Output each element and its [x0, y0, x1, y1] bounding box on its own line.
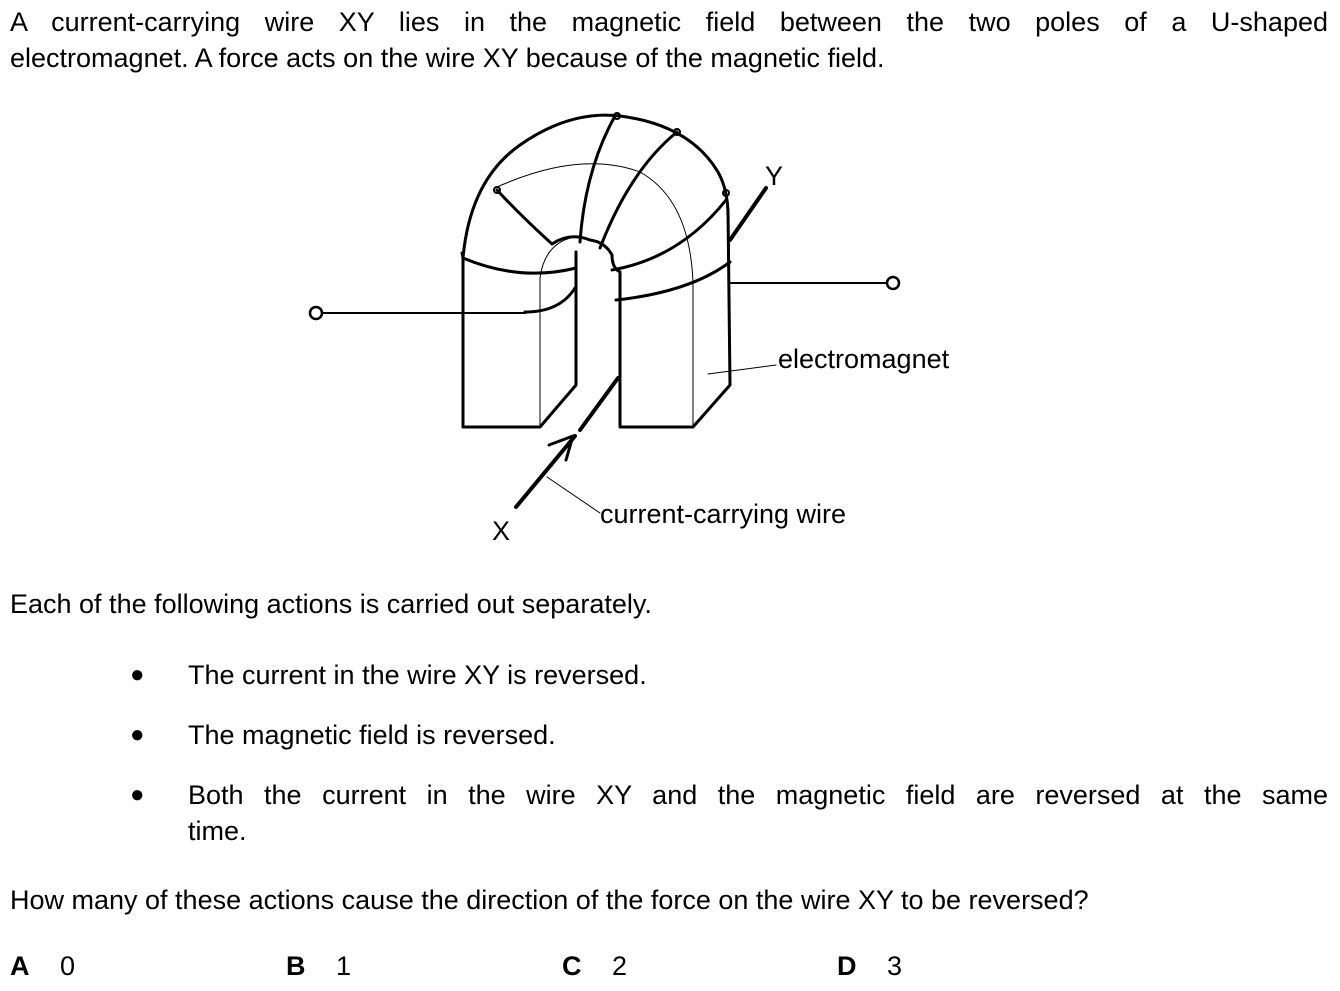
intro-paragraph: A current-carrying wire XY lies in the m… — [10, 4, 1328, 76]
wire-leader-line — [546, 476, 601, 514]
coil-winding — [523, 286, 577, 314]
intro-line-1: A current-carrying wire XY lies in the m… — [10, 7, 1328, 37]
electromagnet-back-curve — [496, 163, 694, 426]
current-arrowhead — [547, 434, 575, 462]
electromagnet-inner-edge — [539, 235, 581, 426]
left-terminal — [308, 305, 324, 321]
label-x: X — [492, 516, 510, 546]
bullet-icon: ● — [130, 781, 145, 808]
electromagnet-leader-line — [707, 364, 777, 375]
list-item-text: Both the current in the wire XY and the … — [188, 777, 1328, 849]
coil-winding — [578, 114, 617, 244]
coil-knot — [673, 128, 681, 136]
option-value: 3 — [887, 951, 903, 981]
option-value: 1 — [336, 951, 352, 981]
option-letter: A — [10, 951, 30, 981]
coil-winding — [495, 188, 622, 274]
wire-lower-segment — [514, 434, 577, 509]
electromagnet-diagram: Y X electromagnet current-carrying wire — [308, 112, 950, 546]
list-item-text-line-2: time. — [188, 816, 247, 846]
question-text: How many of these actions cause the dire… — [10, 885, 1089, 915]
coil-knot — [613, 112, 621, 120]
lead-sentence: Each of the following actions is carried… — [10, 589, 652, 619]
option-letter: C — [562, 951, 582, 981]
wire-middle-segment — [578, 376, 620, 432]
intro-line-2: electromagnet. A force acts on the wire … — [10, 43, 885, 73]
bullet-icon: ● — [130, 721, 145, 748]
electromagnet-right-leg — [618, 208, 732, 429]
list-item-text: The current in the wire XY is reversed. — [188, 660, 647, 690]
option-letter: B — [286, 951, 306, 981]
wire-upper-segment — [728, 186, 768, 242]
coil-winding — [460, 251, 465, 260]
list-item-text-line-1: Both the current in the wire XY and the … — [188, 780, 1328, 810]
bullet-icon: ● — [130, 661, 145, 688]
coil-knot — [722, 189, 730, 197]
coil-knot — [493, 186, 501, 194]
label-y: Y — [765, 161, 783, 191]
option-value: 2 — [612, 951, 628, 981]
coil-winding — [598, 130, 679, 250]
right-terminal — [885, 275, 901, 291]
list-item-text: The magnetic field is reversed. — [188, 720, 556, 750]
coil-winding — [610, 198, 728, 272]
option-letter: D — [837, 951, 857, 981]
coil-winding — [461, 250, 578, 275]
label-current-carrying-wire: current-carrying wire — [600, 499, 846, 529]
label-electromagnet: electromagnet — [778, 344, 950, 374]
electromagnet-left-leg — [461, 250, 578, 429]
coil-winding — [614, 260, 732, 302]
option-value: 0 — [60, 951, 76, 981]
